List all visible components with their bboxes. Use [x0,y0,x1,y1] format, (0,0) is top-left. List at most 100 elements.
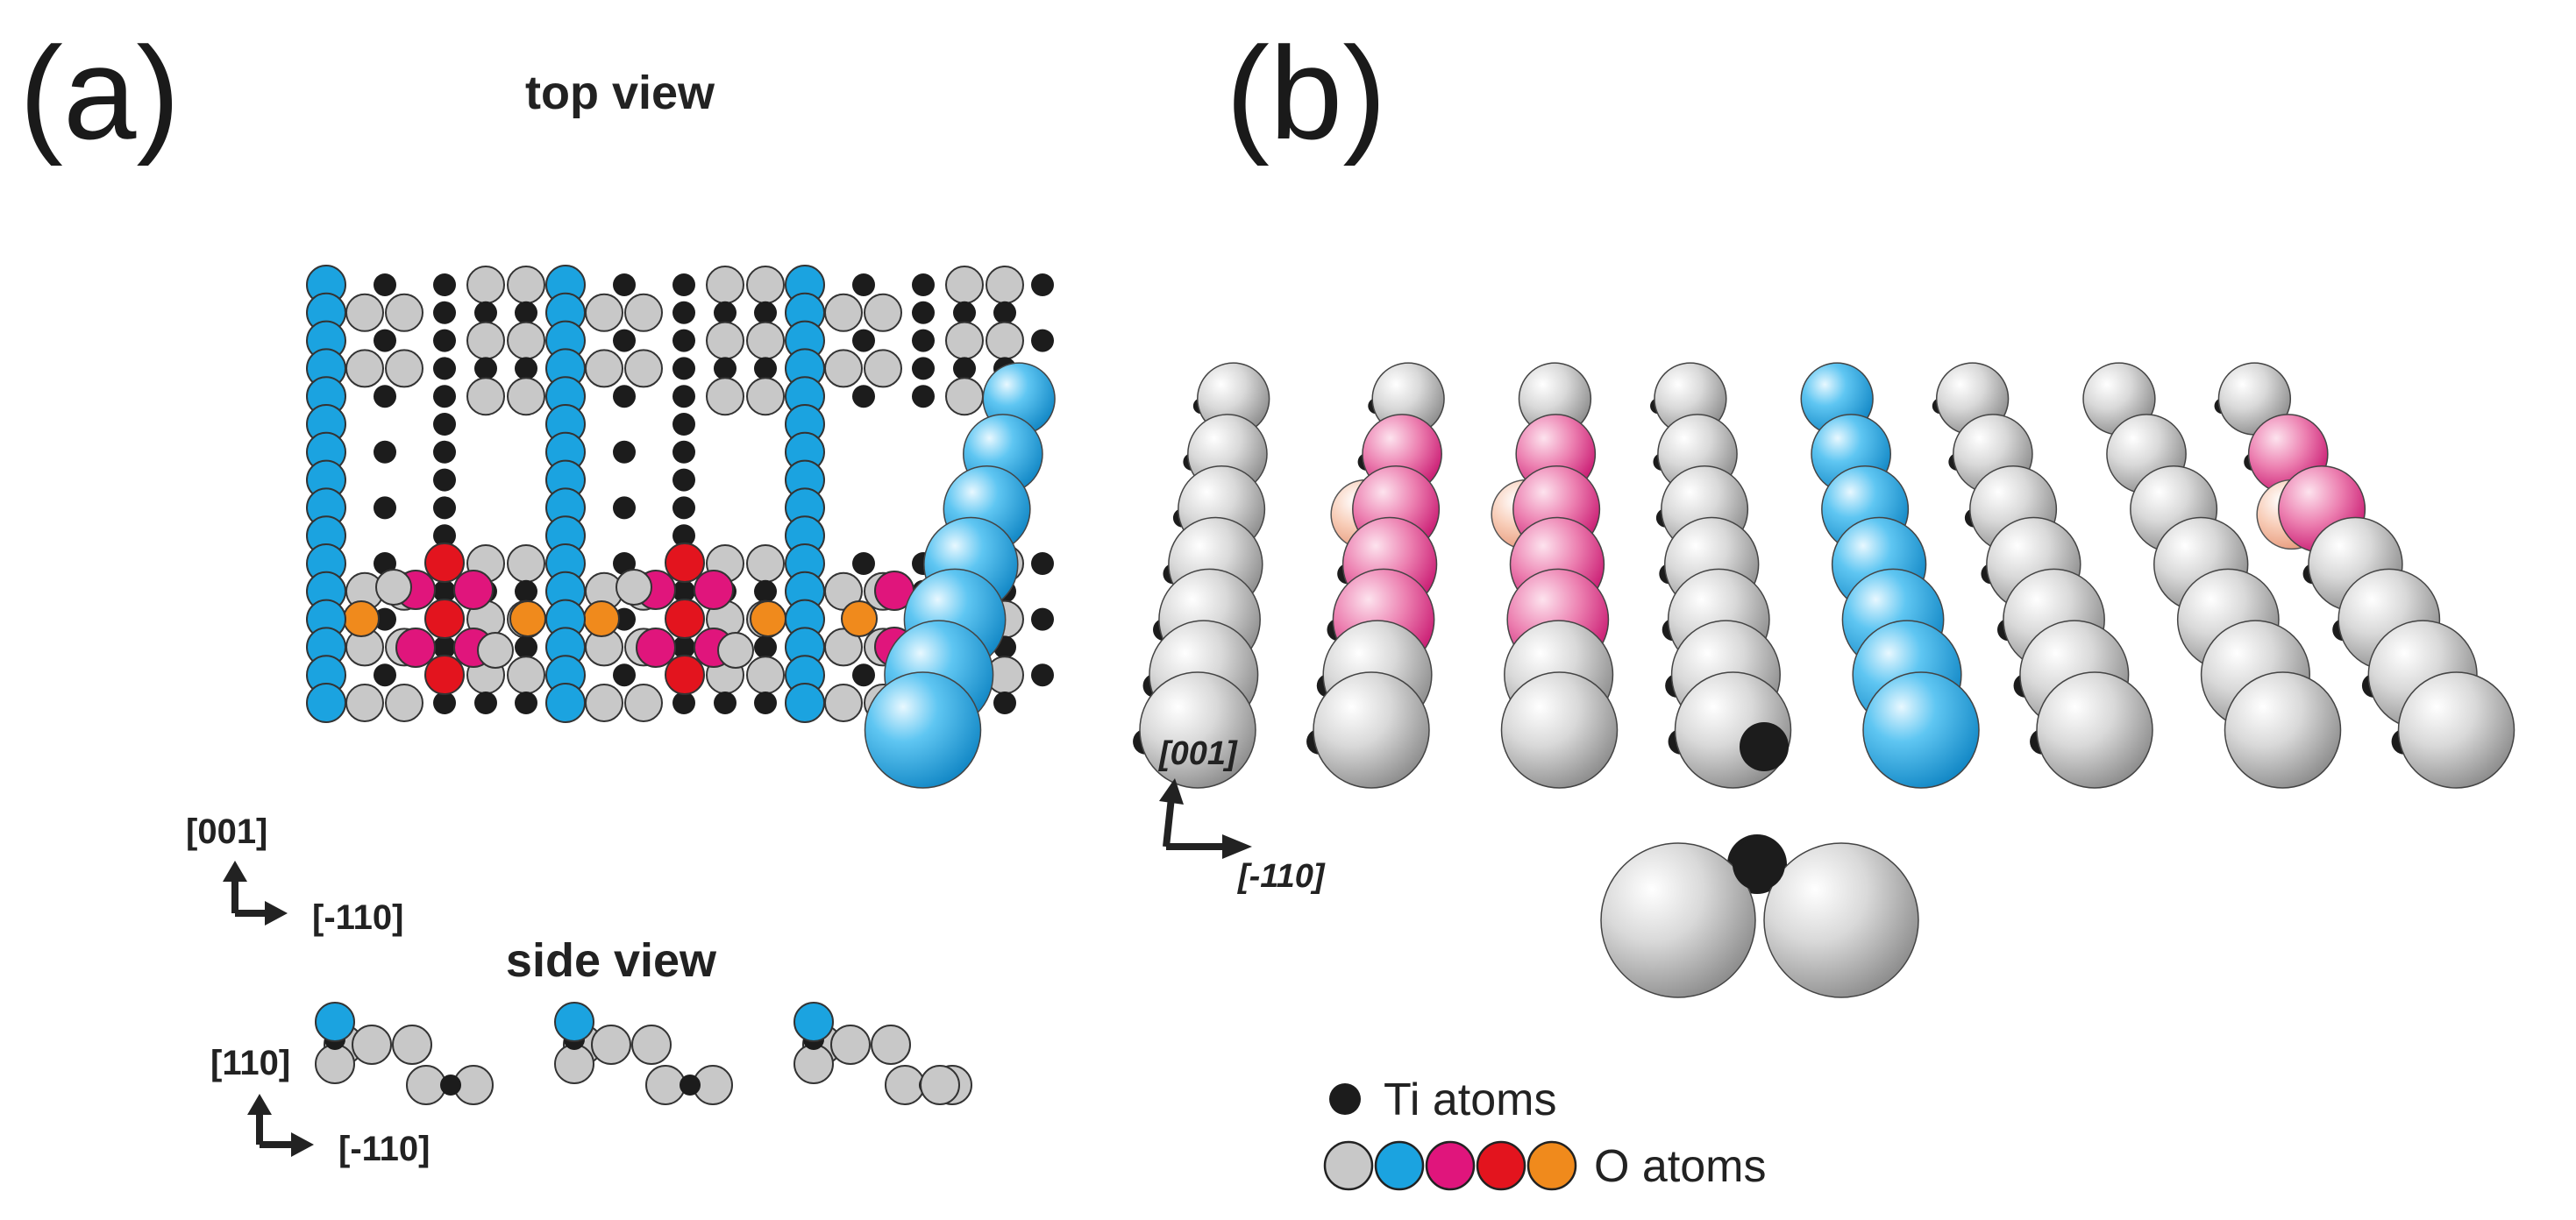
legend-o-orange-swatch [1526,1140,1577,1191]
o-atom-grey [864,293,902,332]
o-atom-grey [466,377,505,416]
o-atom-grey [746,377,785,416]
o-atom-grey [585,349,623,388]
ti-atom [433,413,456,436]
ti-atom [433,579,456,603]
o-atom-red [665,543,705,583]
ti-atom [912,301,935,324]
o-atom-grey [631,1025,672,1065]
ti-atom [852,329,875,352]
ti-atom [433,468,456,492]
o-atom-grey [717,632,754,669]
o-atom-orange [509,600,546,637]
o-atom-pink [694,570,734,610]
ti-atom [374,329,396,352]
ti-atom [374,607,396,631]
ti-atom [515,579,537,603]
o-atom-grey [1763,842,1919,998]
o-atom-grey [585,293,623,332]
o-atom-bridging [785,683,825,723]
ti-atom [433,692,456,714]
legend-ti-label: Ti atoms [1384,1075,1556,1125]
o-atom-red [665,599,705,639]
side-view-title: side view [506,934,717,987]
ti-atom [672,496,695,520]
o-atom-grey [352,1025,392,1065]
legend-ti-swatch [1329,1083,1361,1115]
ti-atom [754,301,777,324]
o-atom-grey [585,684,623,722]
o-atom-grey [466,321,505,360]
ti-atom [754,692,777,714]
o-atom-grey [385,349,423,388]
o-atom-bridging [864,671,982,789]
legend-o-pink-swatch [1425,1140,1476,1191]
ti-atom [912,273,935,296]
top-view-axis: [001] [-110] [186,812,404,937]
ti-atom [680,1075,701,1096]
ti-atom [1733,838,1785,890]
o-atom-red [665,655,705,695]
ti-atom [474,301,497,324]
ti-atom [912,385,935,408]
o-atom-grey [477,632,514,669]
ti-atom [993,692,1016,714]
o-atom-grey [945,321,984,360]
ti-atom [515,357,537,380]
o-atom-grey [591,1025,631,1065]
ti-atom [1740,722,1789,771]
o-atom-orange [343,600,380,637]
ti-atom [672,385,695,408]
o-atom-bridging [545,683,586,723]
ti-atom [672,329,695,352]
o-atom-grey [507,377,545,416]
ti-atom [613,440,636,464]
persp-axis-horizontal-label: [-110] [1237,858,1326,895]
ti-atom [953,357,976,380]
o-atom-grey [345,349,384,388]
o-atom-grey [706,377,744,416]
top-axis-horizontal-label: [-110] [312,898,404,937]
legend-o-grey-swatch [1323,1140,1374,1191]
ti-atom [433,329,456,352]
ti-atom [474,692,497,714]
ti-atom [374,496,396,520]
legend-o-red-swatch [1476,1140,1526,1191]
o-atom-grey [345,293,384,332]
ti-atom [672,579,695,603]
o-atom-orange [841,600,878,637]
ti-atom [515,301,537,324]
o-atom-grey [507,321,545,360]
top-axis-vertical-label: [001] [186,812,267,851]
o-atom-bridging [306,683,346,723]
ti-atom [1031,273,1054,296]
ti-atom [613,663,636,687]
ti-atom [613,496,636,520]
ti-atom [515,692,537,714]
o-atom-grey [706,321,744,360]
ti-atom [433,635,456,659]
ti-atom [672,440,695,464]
ti-atom [433,524,456,548]
o-atom-grey [385,684,423,722]
ti-atom [912,357,935,380]
ti-atom [714,692,737,714]
o-atom-grey [706,266,744,304]
o-atom-grey [345,684,384,722]
legend: Ti atoms O atoms [1323,1075,1767,1192]
o-atom-grey [507,544,545,583]
o-atom-grey [945,377,984,416]
o-atom-grey [746,266,785,304]
ti-atom [672,413,695,436]
ti-atom [433,496,456,520]
o-atom-grey [830,1025,871,1065]
side-view-axis: [110] [-110] [210,1044,431,1168]
o-atom-grey [824,349,863,388]
o-atom-red [424,543,465,583]
o-atom-bridging [1862,671,1980,789]
ti-atom [754,635,777,659]
o-atom-orange [583,600,620,637]
panel-b-label: (b) [1226,19,1386,167]
o-atom-grey [793,1044,834,1084]
ti-atom [672,301,695,324]
